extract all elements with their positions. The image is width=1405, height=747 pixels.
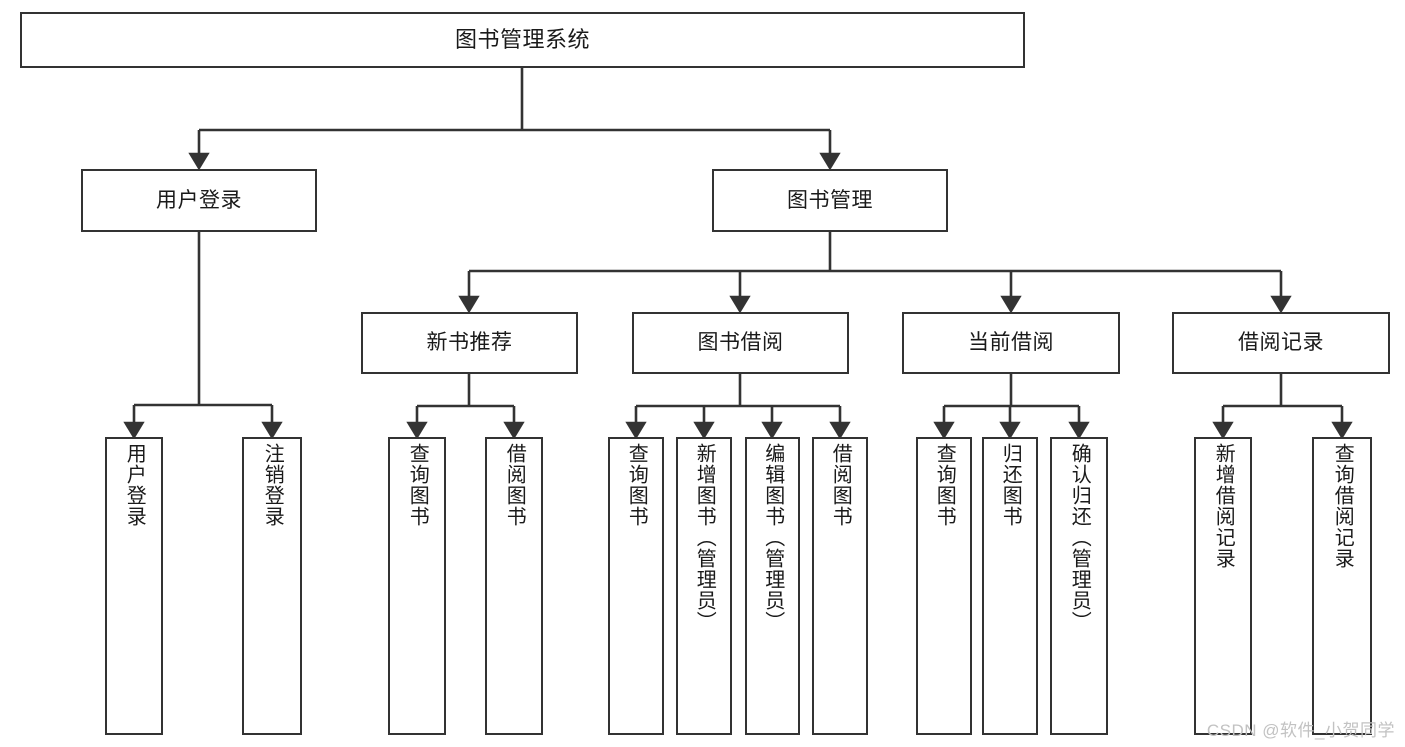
node-new-book-recommend[interactable]: 新书推荐 <box>361 312 578 374</box>
watermark-text: CSDN @软件_小贺同学 <box>1206 721 1395 740</box>
leaf-label: 注销登录 <box>261 443 284 527</box>
leaf-label: 归还图书 <box>999 443 1022 527</box>
node-leaf-edit-book[interactable]: 编辑图书（管理员） <box>745 437 800 735</box>
node-leaf-add-borrow-record[interactable]: 新增借阅记录 <box>1194 437 1252 735</box>
leaf-label: 编辑图书（管理员） <box>761 443 784 632</box>
node-book-management[interactable]: 图书管理 <box>712 169 948 232</box>
node-leaf-add-book[interactable]: 新增图书（管理员） <box>676 437 732 735</box>
node-leaf-borrow-book[interactable]: 借阅图书 <box>812 437 868 735</box>
node-leaf-borrow-book-recommend[interactable]: 借阅图书 <box>485 437 543 735</box>
leaf-label: 查询图书 <box>625 443 648 527</box>
node-leaf-query-book-recommend[interactable]: 查询图书 <box>388 437 446 735</box>
node-root-system[interactable]: 图书管理系统 <box>20 12 1025 68</box>
node-borrow-record[interactable]: 借阅记录 <box>1172 312 1390 374</box>
leaf-label: 查询图书 <box>933 443 956 527</box>
node-leaf-logout[interactable]: 注销登录 <box>242 437 302 735</box>
node-leaf-return-book[interactable]: 归还图书 <box>982 437 1038 735</box>
leaf-label: 借阅图书 <box>829 443 852 527</box>
node-leaf-query-book-current[interactable]: 查询图书 <box>916 437 972 735</box>
node-user-login[interactable]: 用户登录 <box>81 169 317 232</box>
node-book-borrow[interactable]: 图书借阅 <box>632 312 849 374</box>
leaf-label: 新增借阅记录 <box>1212 443 1235 569</box>
node-leaf-confirm-return[interactable]: 确认归还（管理员） <box>1050 437 1108 735</box>
node-leaf-query-book-borrow[interactable]: 查询图书 <box>608 437 664 735</box>
node-leaf-query-borrow-record[interactable]: 查询借阅记录 <box>1312 437 1372 735</box>
leaf-label: 确认归还（管理员） <box>1068 443 1091 632</box>
node-leaf-user-login[interactable]: 用户登录 <box>105 437 163 735</box>
node-current-borrow[interactable]: 当前借阅 <box>902 312 1120 374</box>
leaf-label: 用户登录 <box>123 443 146 527</box>
leaf-label: 借阅图书 <box>503 443 526 527</box>
leaf-label: 查询图书 <box>406 443 429 527</box>
leaf-label: 查询借阅记录 <box>1331 443 1354 569</box>
leaf-label: 新增图书（管理员） <box>693 443 716 632</box>
